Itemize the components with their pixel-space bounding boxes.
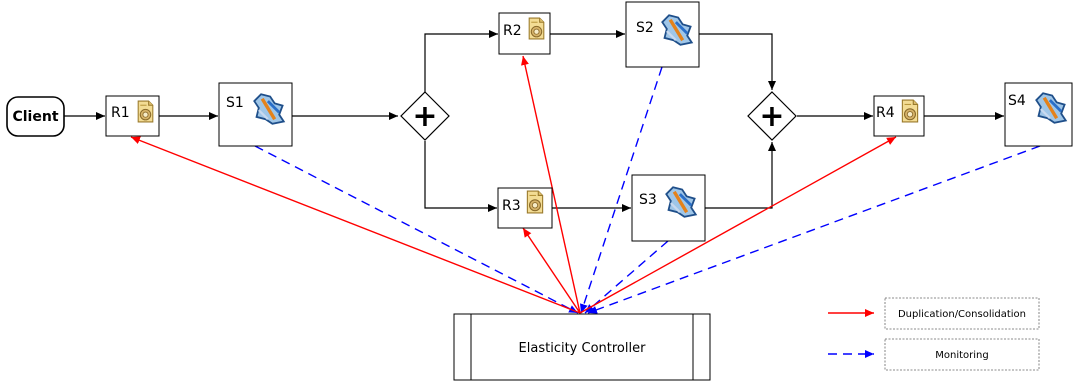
- controller-label: Elasticity Controller: [519, 341, 647, 356]
- registry-r4: R4: [873, 95, 925, 137]
- service-label: S4: [1008, 93, 1026, 109]
- registry-r2: R2: [498, 12, 551, 55]
- edge-s3-join: [705, 142, 776, 209]
- monitor-s4: [587, 145, 1041, 314]
- document-gear-icon: [137, 100, 154, 123]
- dup-r4: [579, 136, 897, 314]
- edge-s2-join: [699, 33, 776, 90]
- parallel-gateway-icon: [747, 91, 797, 141]
- monitor-s3: [584, 240, 669, 314]
- service-label: S1: [226, 95, 244, 111]
- dup-r2: [521, 55, 581, 314]
- dup-r3: [522, 227, 581, 314]
- legend-monitoring: Monitoring: [828, 338, 1040, 371]
- parallel-gateway-icon: [400, 91, 450, 141]
- edge-split-r3: [424, 141, 497, 212]
- service-label: S3: [639, 192, 657, 208]
- monitoring-links: [254, 66, 1041, 314]
- elasticity-controller: Elasticity Controller: [453, 313, 711, 381]
- service-s3: S3: [631, 174, 706, 242]
- gateway-symbol: +: [412, 99, 437, 134]
- service-s2: S2: [625, 1, 700, 68]
- duplication-links: [130, 55, 897, 314]
- registry-label: R4: [876, 105, 895, 121]
- gateway-symbol: +: [759, 99, 784, 134]
- registry-label: R1: [111, 105, 130, 121]
- registry-r3: R3: [497, 187, 553, 229]
- legend: Duplication/Consolidation Monitoring: [828, 297, 1040, 371]
- service-label: S2: [636, 20, 654, 36]
- join-gateway: +: [747, 91, 797, 141]
- legend-duplication: Duplication/Consolidation: [828, 297, 1040, 330]
- document-gear-icon: [528, 17, 545, 40]
- registry-r1: R1: [105, 95, 160, 137]
- split-gateway: +: [400, 91, 450, 141]
- registry-label: R3: [502, 198, 521, 214]
- service-s1: S1: [218, 82, 293, 147]
- edge-split-r2: [424, 30, 498, 95]
- monitor-s2: [580, 66, 663, 314]
- monitor-s1: [254, 145, 579, 314]
- registry-label: R2: [503, 23, 522, 39]
- control-flow: [64, 30, 1004, 212]
- client-label: Client: [12, 109, 58, 125]
- client-node: Client: [6, 96, 65, 137]
- document-gear-icon: [526, 190, 544, 214]
- legend-duplication-label: Duplication/Consolidation: [898, 309, 1026, 320]
- document-gear-icon: [901, 99, 919, 123]
- service-s4: S4: [1004, 82, 1073, 147]
- legend-monitoring-label: Monitoring: [935, 350, 988, 361]
- dup-r1: [130, 136, 581, 314]
